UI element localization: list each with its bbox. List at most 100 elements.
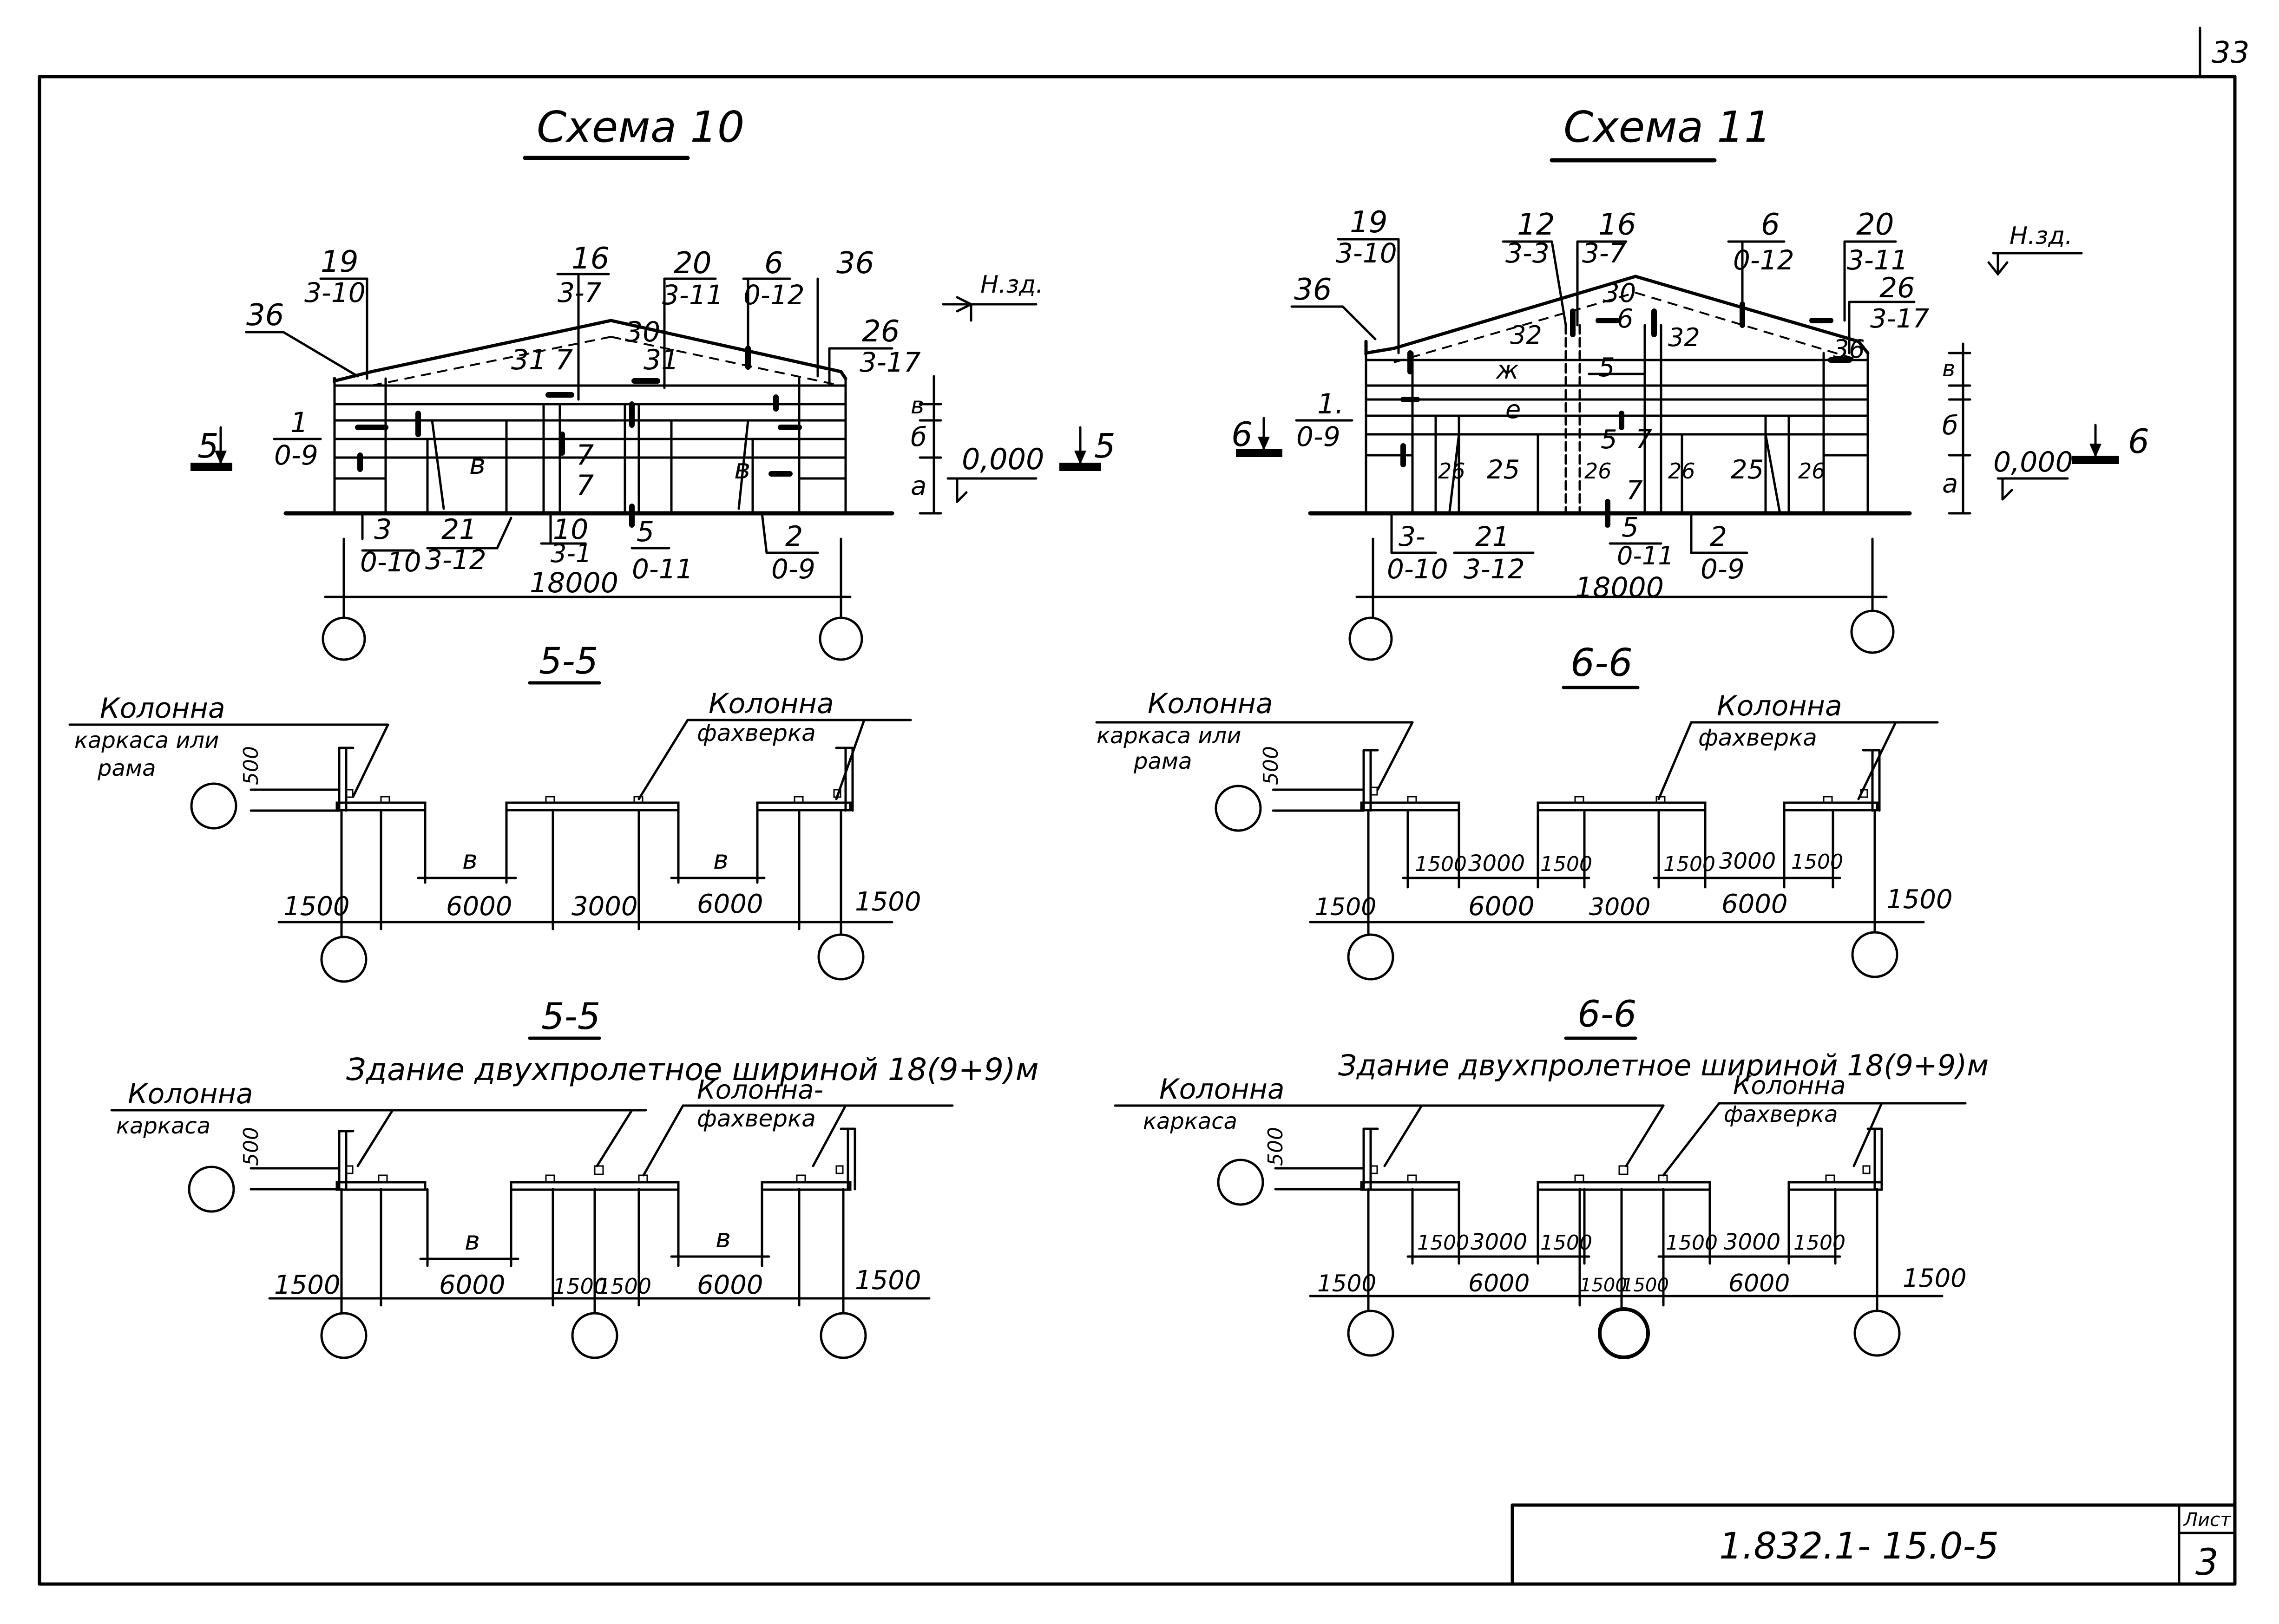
s55t-frame-2: каркаса или (74, 727, 219, 753)
s66t-sub-r3: 1500 (1791, 850, 1843, 874)
section-66-top: 6-6 Колонна каркаса или рама Колонна фах… (1095, 641, 1953, 981)
sheet-number: 3 (2195, 1542, 2219, 1584)
s10-cut-right: 5 (1094, 426, 1116, 465)
s55b-frame-2: каркаса (116, 1113, 210, 1139)
s10-mark-19-ref: 3-10 (304, 277, 366, 308)
s55t-dim-5: 1500 (855, 887, 921, 917)
s11-mark-12: 12 (1517, 208, 1555, 242)
s66b-sub-l3: 1500 (1540, 1231, 1592, 1255)
section-66-bottom: 6-6 Здание двухпролетное шириной 18(9+9)… (1114, 994, 1989, 1359)
s11-mark-6-ref: 0-12 (1733, 244, 1794, 276)
s10-mark-6: 6 (764, 246, 783, 281)
s66t-title: 6-6 (1570, 641, 1633, 685)
s11-mark-30: 30 (1603, 278, 1636, 308)
s11-mark-1-ref: 0-9 (1296, 421, 1340, 452)
s66t-sub-r1: 1500 (1663, 852, 1715, 876)
s55t-opening-a: в (462, 845, 478, 875)
schema11-title: Схема 11 (1563, 102, 1771, 152)
s11-span: 18000 (1575, 571, 1664, 604)
s10-mark-19: 19 (321, 245, 358, 279)
s11-mark-16: 16 (1598, 208, 1636, 242)
schema11-elevation: Схема 11 (1231, 102, 2149, 661)
s66t-fach-1: Колонна (1717, 690, 1842, 722)
s10-mark-6-ref: 0-12 (743, 279, 805, 311)
s11-mark-x: ж (1495, 355, 1519, 385)
s10-mark-31b: 31 (644, 344, 679, 376)
s55b-dim-500: 500 (239, 1127, 263, 1166)
s11-cut-right: 6 (2128, 422, 2149, 461)
s55b-dim-5: 6000 (697, 1270, 763, 1300)
s66b-fach-1: Колонна (1733, 1071, 1846, 1100)
s55b-dim-6: 1500 (855, 1265, 921, 1296)
s10-dim-v: в (911, 392, 924, 419)
s10-mark-1-ref: 0-9 (274, 439, 318, 471)
s11-mark-5-ref: 0-11 (1617, 541, 1674, 570)
s11-mark-20: 20 (1856, 208, 1894, 242)
s11-mark-26d: 26 (1798, 458, 1826, 484)
s66b-frame-1: Колонна (1159, 1073, 1285, 1106)
s66b-sub-l1: 1500 (1417, 1231, 1469, 1255)
s11-mark-36b: 36 (1833, 334, 1865, 364)
s11-mark-25a: 25 (1487, 455, 1520, 485)
s66t-dim-3: 3000 (1589, 893, 1650, 921)
s10-mark-7c: 7 (576, 469, 594, 502)
s55t-dim-2: 6000 (446, 891, 512, 922)
s11-mark-7a: 7 (1635, 425, 1652, 455)
s10-mark-1: 1 (290, 406, 308, 439)
s10-mark-26-ref: 3-17 (860, 347, 921, 378)
s55t-dim-4: 6000 (697, 889, 763, 919)
s11-dim-v: в (1942, 356, 1955, 382)
s11-mark-5a: 5 (1598, 353, 1615, 383)
s66t-dim-5: 1500 (1886, 884, 1953, 915)
s55t-fach-1: Колонна (709, 688, 834, 720)
s66b-sub-r2: 3000 (1724, 1229, 1780, 1255)
s11-mark-2: 2 (1710, 521, 1727, 552)
s10-mark-31a: 31 (511, 344, 546, 376)
s66b-dim-5: 6000 (1728, 1270, 1790, 1297)
s55b-dim-3: 1500 (553, 1274, 607, 1299)
s66t-dim-500: 500 (1259, 746, 1283, 785)
s10-level-top: Н.зд. (980, 271, 1044, 299)
s66t-dim-1: 1500 (1315, 893, 1376, 921)
s66t-frame-3: рама (1133, 748, 1192, 774)
s10-dim-a: а (911, 471, 926, 501)
s11-dim-b: б (1942, 411, 1958, 441)
s11-mark-6: 6 (1761, 208, 1780, 242)
s66b-dim-6: 1500 (1903, 1264, 1966, 1293)
s55b-fach-1: Колонна- (697, 1075, 823, 1105)
s66t-sub-l2: 3000 (1468, 851, 1525, 877)
s10-mark-36b: 36 (836, 246, 874, 281)
s55t-opening-b: в (713, 845, 729, 875)
s55b-title: 5-5 (541, 996, 600, 1038)
s66b-dim-3: 1500 (1580, 1275, 1627, 1296)
s55b-frame-1: Колонна (128, 1078, 253, 1110)
s10-mark-7a: 7 (555, 344, 573, 376)
s10-dim-b: б (911, 422, 927, 452)
s66b-dim-2: 6000 (1468, 1270, 1530, 1297)
s10-mark-10: 10 (553, 513, 588, 546)
s66t-dim-4: 6000 (1721, 889, 1788, 919)
s55b-dim-4: 1500 (597, 1274, 651, 1299)
s66t-sub-l3: 1500 (1540, 852, 1592, 876)
section-55-top: 5-5 Колонна каркаса или рама Колонна фах… (68, 641, 921, 983)
s11-mark-3: 3- (1399, 521, 1425, 552)
s11-mark-12-ref: 3-3 (1505, 237, 1550, 269)
schema10-title: Схема 10 (537, 102, 744, 152)
s11-mark-26-ref: 3-17 (1870, 304, 1929, 334)
s66t-frame-1: Колонна (1148, 688, 1273, 720)
section-55-bottom: 5-5 Здание двухпролетное шириной 18(9+9)… (110, 996, 1038, 1359)
s11-mark-19-ref: 3-10 (1336, 237, 1397, 269)
s55t-frame-3: рама (97, 755, 156, 781)
s66b-sub-r3: 1500 (1793, 1231, 1846, 1255)
s55t-title: 5-5 (539, 641, 598, 682)
s11-mark-32b: 32 (1668, 323, 1700, 352)
s11-mark-3-ref: 0-10 (1387, 553, 1448, 585)
s11-mark-26a: 26 (1438, 458, 1465, 484)
s66t-sub-l1: 1500 (1415, 852, 1467, 876)
s55b-dim-2: 6000 (439, 1270, 506, 1300)
s55b-fach-2: фахверка (697, 1105, 816, 1132)
s10-mark-7b: 7 (576, 439, 594, 471)
document-code: 1.832.1- 15.0-5 (1719, 1526, 1999, 1567)
s10-mark-16: 16 (571, 242, 609, 276)
